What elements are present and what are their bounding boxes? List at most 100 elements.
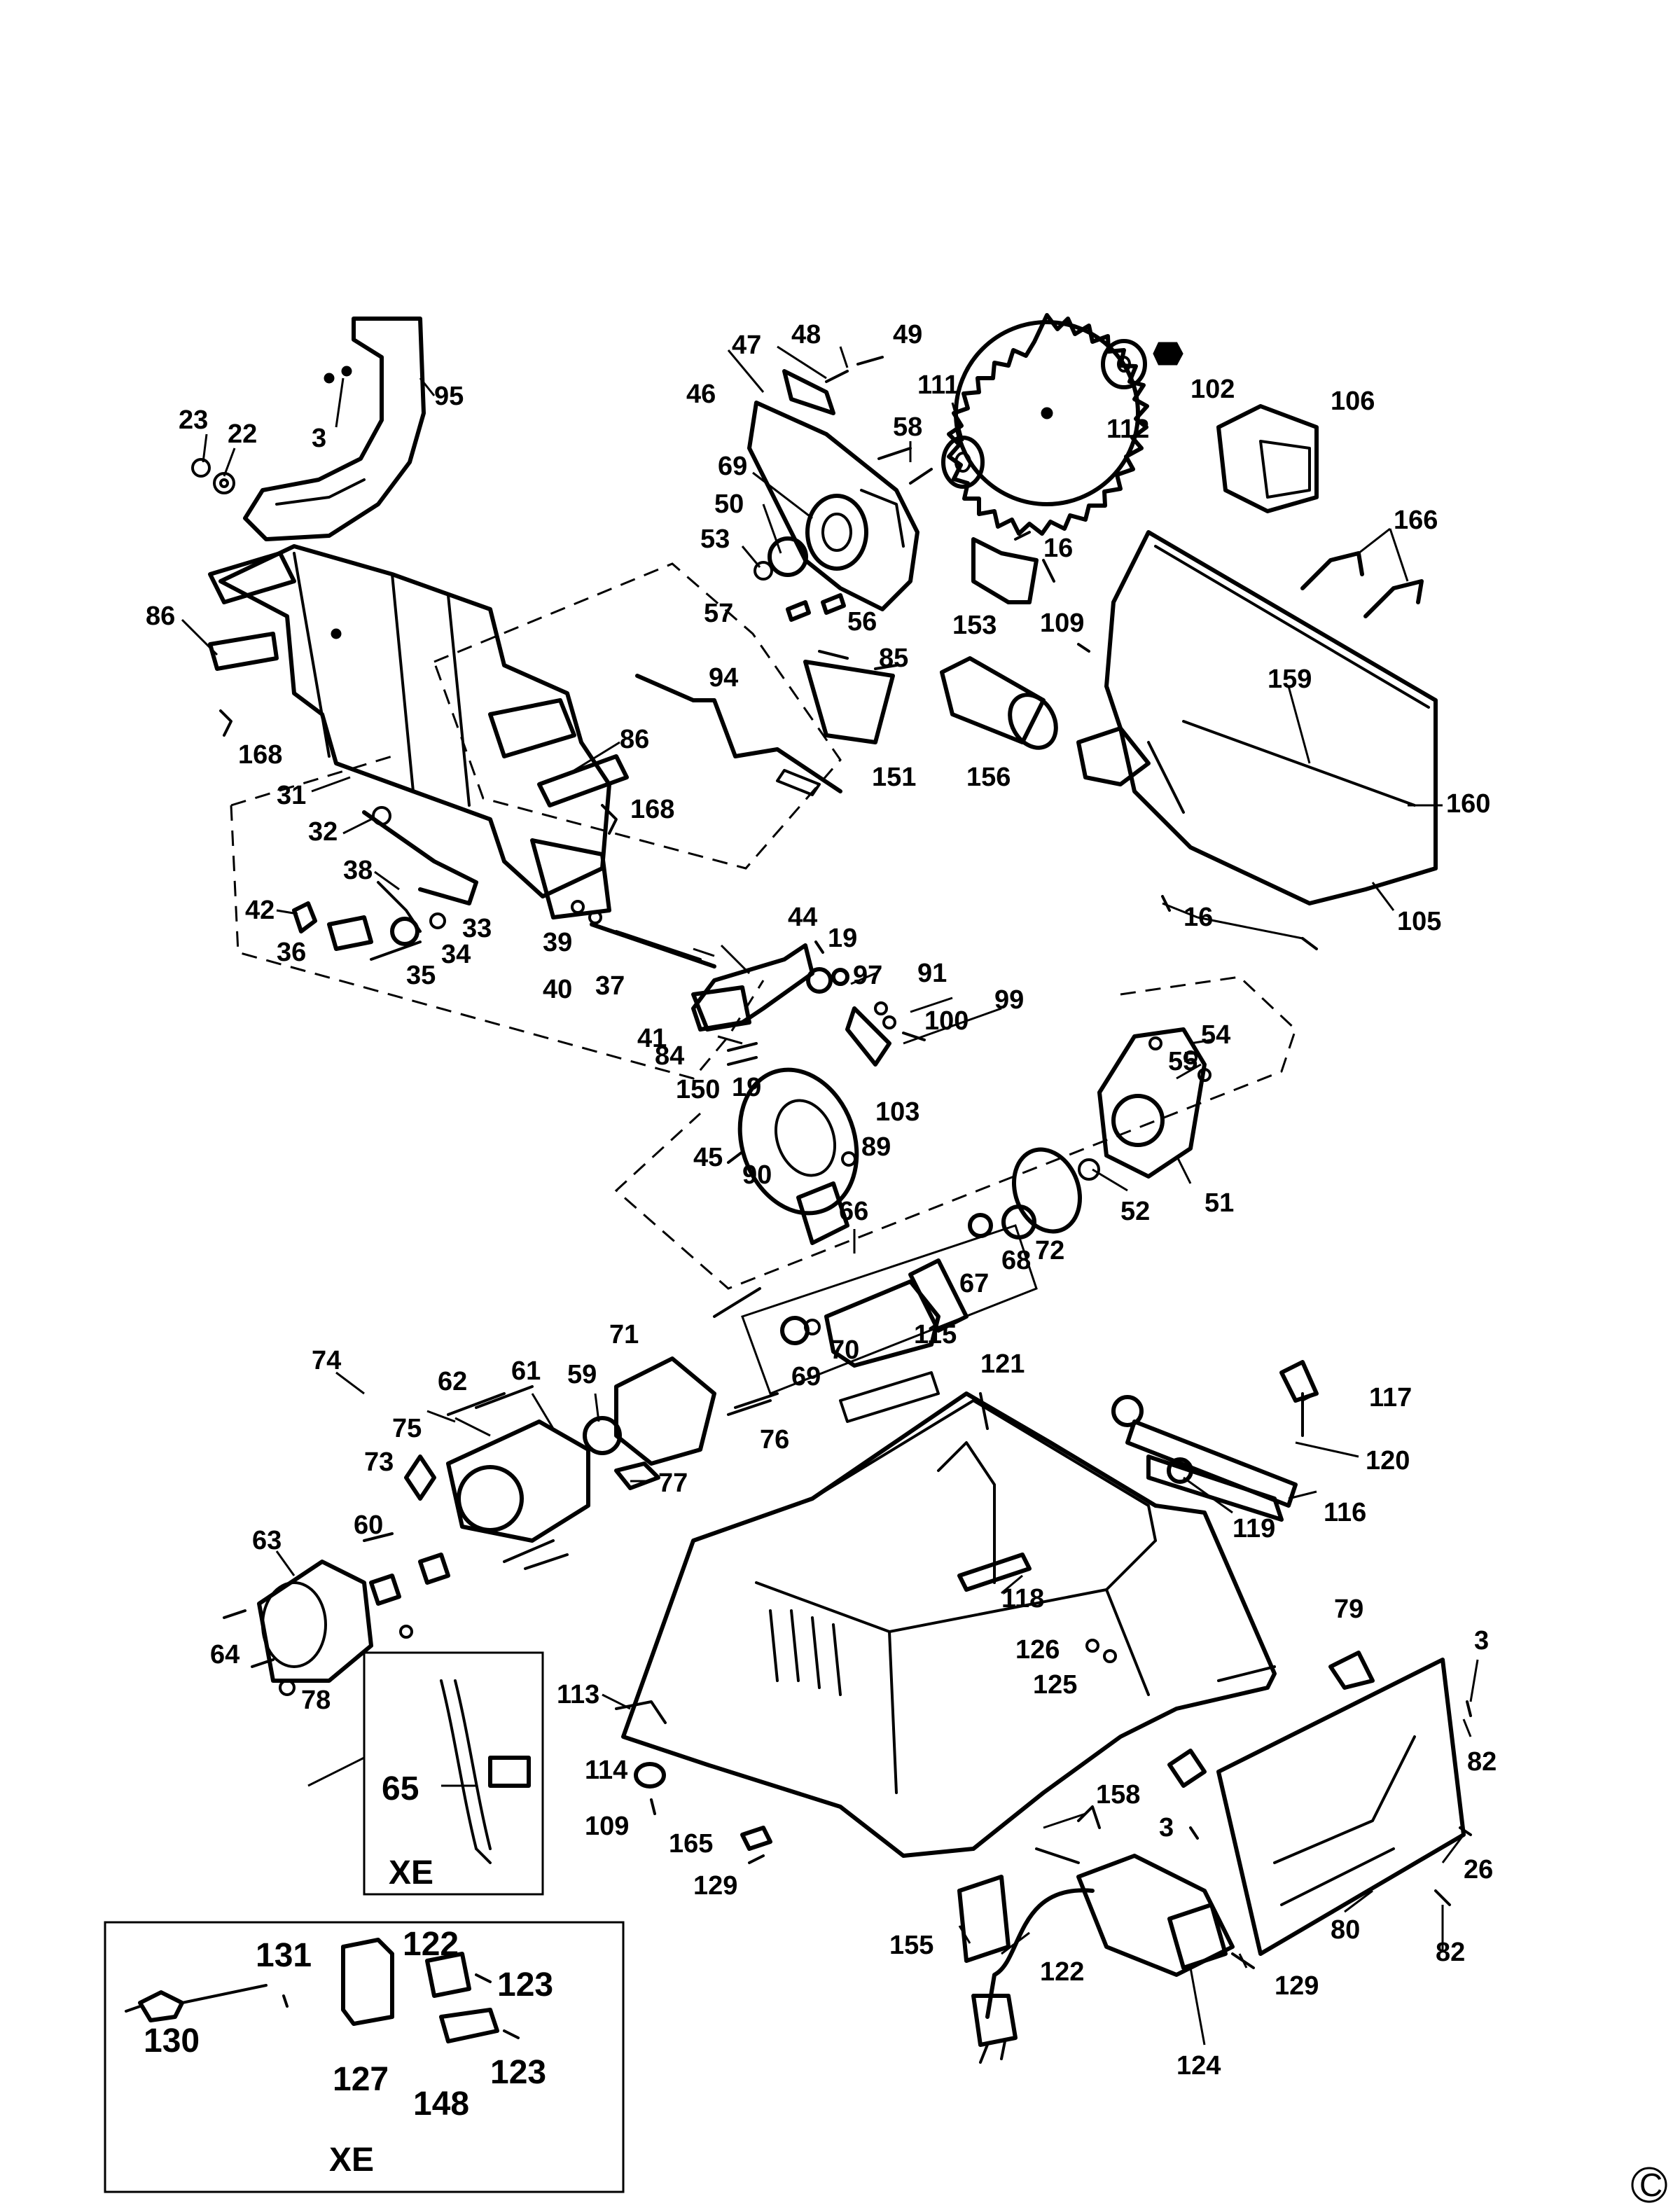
callout-31: 31 bbox=[277, 781, 306, 810]
base-small-hardware bbox=[634, 1762, 1101, 1864]
callout-129: 129 bbox=[693, 1871, 737, 1901]
callout-37: 37 bbox=[595, 971, 625, 1001]
inset-cord-label: XE bbox=[389, 1854, 433, 1891]
callout-72: 72 bbox=[1035, 1236, 1064, 1265]
motor-housing-end bbox=[1011, 1027, 1212, 1234]
inset-cord-65 bbox=[363, 1651, 544, 1896]
callout-124: 124 bbox=[1176, 2051, 1221, 2081]
callout-66: 66 bbox=[839, 1197, 868, 1226]
callout-122: 122 bbox=[1040, 1957, 1084, 1987]
callout-99: 99 bbox=[994, 985, 1024, 1015]
callout-26: 26 bbox=[1464, 1855, 1493, 1884]
part-31-cradle-frame bbox=[218, 544, 611, 919]
callout-82: 82 bbox=[1436, 1938, 1465, 1967]
callout-158: 158 bbox=[1096, 1780, 1140, 1810]
callout-labels: 95 3 23 22 86 168 31 86 168 32 38 42 33 … bbox=[144, 320, 1497, 2179]
callout-16: 16 bbox=[1043, 534, 1073, 563]
callout-50: 50 bbox=[714, 489, 744, 519]
part-86-trunnion-brackets bbox=[208, 551, 629, 807]
callout-65: 65 bbox=[382, 1770, 419, 1807]
callout-75: 75 bbox=[392, 1414, 422, 1443]
callout-52: 52 bbox=[1120, 1197, 1150, 1226]
callout-117: 117 bbox=[1369, 1383, 1412, 1412]
callout-112: 112 bbox=[1106, 415, 1149, 444]
callout-63: 63 bbox=[252, 1526, 282, 1555]
callout-126: 126 bbox=[1015, 1635, 1060, 1665]
callout-148: 148 bbox=[413, 2085, 469, 2123]
callout-62: 62 bbox=[438, 1367, 467, 1396]
part-66-armature bbox=[713, 1204, 1038, 1395]
callout-155: 155 bbox=[889, 1931, 933, 1960]
callout-69: 69 bbox=[718, 452, 747, 481]
callout-45: 45 bbox=[693, 1143, 723, 1172]
callout-122: 122 bbox=[403, 1926, 459, 1963]
callout-109: 109 bbox=[585, 1812, 629, 1841]
callout-85: 85 bbox=[879, 644, 908, 673]
callout-80: 80 bbox=[1331, 1915, 1360, 1945]
part-105-lower-guard bbox=[1076, 530, 1438, 950]
callout-47: 47 bbox=[732, 331, 761, 360]
callout-19: 19 bbox=[732, 1073, 761, 1102]
callout-131: 131 bbox=[256, 1937, 312, 1974]
callout-56: 56 bbox=[847, 607, 877, 637]
callout-3: 3 bbox=[312, 424, 326, 453]
part-151-guard-plate bbox=[803, 650, 898, 744]
callout-48: 48 bbox=[791, 320, 821, 349]
callout-120: 120 bbox=[1366, 1446, 1410, 1476]
callout-54: 54 bbox=[1201, 1020, 1230, 1050]
callout-73: 73 bbox=[364, 1447, 394, 1477]
callout-53: 53 bbox=[700, 525, 730, 554]
callout-105: 105 bbox=[1397, 907, 1441, 936]
callout-42: 42 bbox=[245, 896, 275, 925]
callout-109: 109 bbox=[1040, 609, 1084, 638]
callout-95: 95 bbox=[434, 382, 464, 411]
callout-91: 91 bbox=[917, 959, 947, 988]
callout-82: 82 bbox=[1467, 1747, 1497, 1777]
leader-lines bbox=[181, 345, 1479, 2046]
callout-130: 130 bbox=[144, 2022, 200, 2060]
callout-168: 168 bbox=[630, 795, 674, 824]
part-113-base-stand bbox=[615, 1391, 1277, 1858]
callout-150: 150 bbox=[676, 1075, 720, 1104]
callout-84: 84 bbox=[655, 1041, 684, 1071]
copyright-mark: C bbox=[1631, 2167, 1667, 2203]
callout-49: 49 bbox=[893, 320, 922, 349]
part-166-spring-clips bbox=[1300, 551, 1424, 618]
inset-plug-box bbox=[104, 1921, 625, 2193]
callout-113: 113 bbox=[557, 1680, 599, 1709]
callout-77: 77 bbox=[658, 1468, 688, 1498]
callout-102: 102 bbox=[1190, 375, 1235, 404]
callout-94: 94 bbox=[709, 663, 738, 693]
callout-103: 103 bbox=[875, 1097, 919, 1127]
callout-118: 118 bbox=[1001, 1584, 1044, 1613]
callout-3: 3 bbox=[1474, 1626, 1489, 1655]
callout-57: 57 bbox=[704, 599, 733, 628]
callout-166: 166 bbox=[1394, 506, 1438, 535]
callout-44: 44 bbox=[788, 903, 817, 932]
callout-153: 153 bbox=[952, 611, 997, 640]
callout-22: 22 bbox=[228, 419, 257, 449]
callout-23: 23 bbox=[179, 405, 208, 435]
assembly-dashed-boundaries bbox=[230, 562, 1297, 1290]
wrench-and-miter-parts bbox=[979, 1360, 1319, 1522]
callout-123: 123 bbox=[497, 1966, 553, 2004]
callout-119: 119 bbox=[1233, 1514, 1275, 1543]
motor-field-and-brushes bbox=[404, 1356, 772, 1570]
callout-16: 16 bbox=[1183, 903, 1213, 932]
callout-74: 74 bbox=[312, 1346, 341, 1375]
callout-97: 97 bbox=[853, 961, 882, 990]
callout-64: 64 bbox=[210, 1640, 239, 1669]
callout-41: 41 bbox=[637, 1024, 667, 1053]
callout-129: 129 bbox=[1275, 1971, 1319, 2001]
callout-111: 111 bbox=[917, 370, 959, 400]
callout-46: 46 bbox=[686, 380, 716, 409]
callout-159: 159 bbox=[1268, 665, 1312, 694]
callout-33: 33 bbox=[462, 914, 492, 943]
part-115-and-76 bbox=[734, 1371, 940, 1423]
part-63-motor-can bbox=[223, 1532, 450, 1696]
part-95-bracket bbox=[243, 317, 426, 541]
part-94-elevation-shaft bbox=[635, 674, 842, 796]
callout-156: 156 bbox=[966, 763, 1011, 792]
callout-34: 34 bbox=[441, 940, 471, 969]
callout-38: 38 bbox=[343, 856, 373, 885]
